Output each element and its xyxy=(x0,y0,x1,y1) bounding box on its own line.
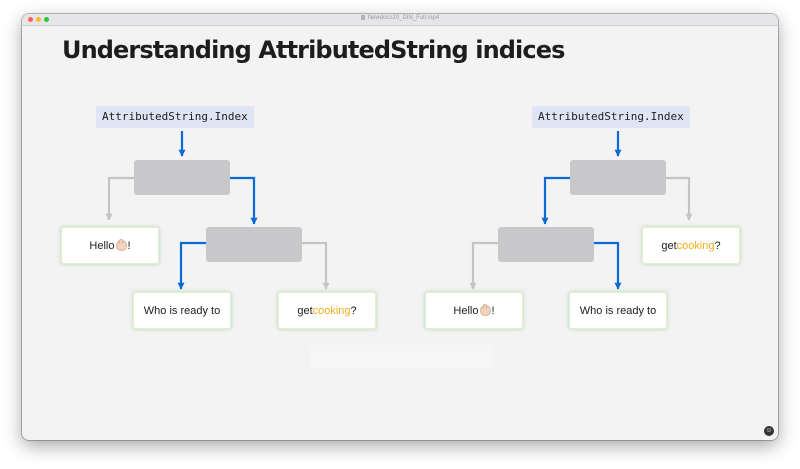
smiley-icon[interactable]: ☺ xyxy=(764,426,774,436)
faded-caption-box xyxy=(309,345,492,369)
right-inner-node xyxy=(498,227,594,262)
waving-hand-icon xyxy=(479,304,491,316)
title-bar: Newdocs20_DIN_Full.mp4 xyxy=(22,14,778,26)
edge-right-root-to-inner xyxy=(541,176,570,225)
left-inner-node xyxy=(206,227,302,262)
left-leaf-get: get cooking? xyxy=(278,292,376,329)
right-index-label: AttributedString.Index xyxy=(532,106,690,128)
zoom-window-button[interactable] xyxy=(44,17,49,22)
right-leaf-who: Who is ready to xyxy=(569,292,667,329)
window-title: Newdocs20_DIN_Full.mp4 xyxy=(22,15,778,21)
edge-left-root-to-inner xyxy=(230,176,258,225)
close-window-button[interactable] xyxy=(28,17,33,22)
edge-right-root-to-get xyxy=(666,176,693,221)
edge-left-inner-to-get xyxy=(302,241,330,290)
waving-hand-icon xyxy=(115,239,127,251)
right-leaf-get: get cooking? xyxy=(642,227,740,264)
minimize-window-button[interactable] xyxy=(36,17,41,22)
left-leaf-who: Who is ready to xyxy=(133,292,231,329)
slide-title: Understanding AttributedString indices xyxy=(62,36,565,64)
tree-edges xyxy=(105,131,693,290)
left-root-node xyxy=(134,160,230,195)
edge-right-inner-to-hello xyxy=(469,241,498,290)
edge-right-inner-to-who xyxy=(594,241,622,290)
right-leaf-hello: Hello ! xyxy=(425,292,523,329)
edge-left-inner-to-who xyxy=(177,241,206,290)
left-leaf-hello: Hello ! xyxy=(61,227,159,264)
left-index-label: AttributedString.Index xyxy=(96,106,254,128)
edge-left-root-to-hello xyxy=(105,176,134,221)
file-icon xyxy=(360,15,365,20)
right-root-node xyxy=(570,160,666,195)
presentation-window: Newdocs20_DIN_Full.mp4 Understanding Att… xyxy=(22,14,778,440)
